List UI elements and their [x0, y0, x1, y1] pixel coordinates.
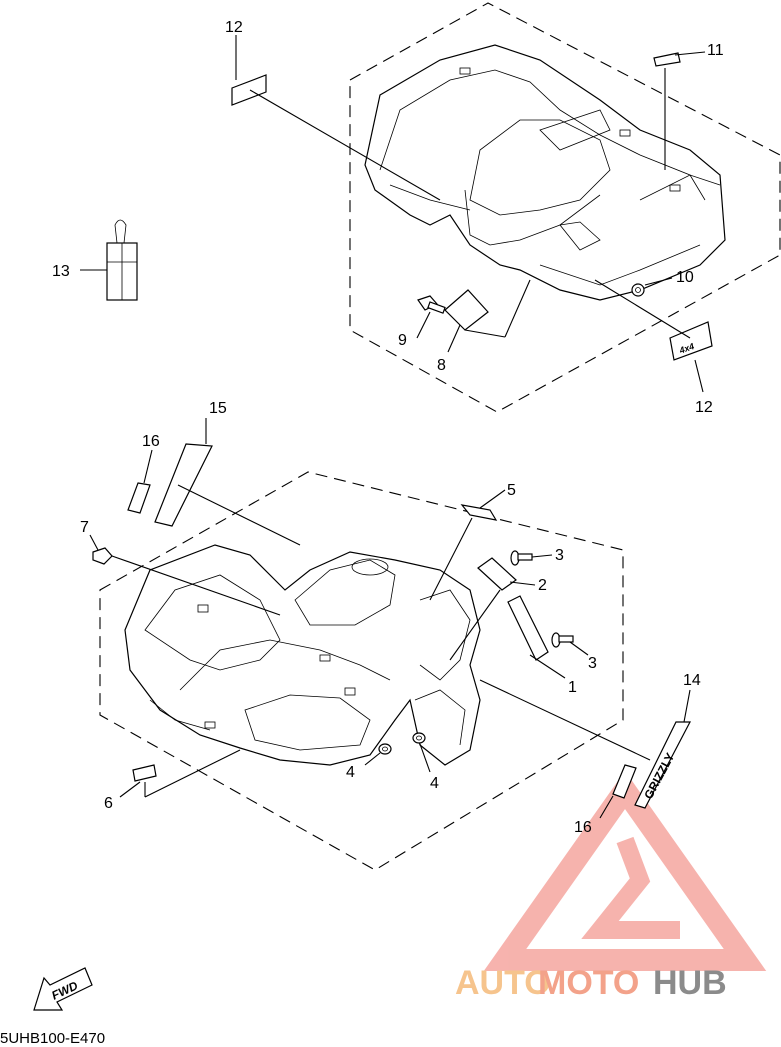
label-12-top	[231, 74, 267, 106]
callout-4-right: 4	[430, 775, 439, 792]
drawing-code: 5UHB100-E470	[0, 1030, 106, 1047]
part-2-plate	[477, 557, 517, 591]
part-3-bolt-lower	[551, 632, 574, 648]
callout-12-bottom: 12	[695, 399, 713, 416]
watermark-logo	[483, 770, 767, 971]
part-5-decal	[460, 504, 498, 521]
front-fender	[124, 544, 481, 766]
part-4-grommet-left	[378, 743, 392, 755]
callout-5: 5	[507, 482, 516, 499]
callout-9: 9	[398, 332, 407, 349]
svg-text:FWD: FWD	[49, 978, 80, 1002]
callout-2: 2	[538, 577, 547, 594]
callout-1: 1	[568, 679, 577, 696]
part-11-decal	[653, 52, 681, 67]
svg-text:MOTO: MOTO	[538, 964, 639, 1002]
fwd-arrow-icon: FWD	[33, 967, 93, 1011]
callout-16-top: 16	[142, 433, 160, 450]
callout-13: 13	[52, 263, 70, 280]
part-15-decal	[154, 443, 213, 527]
part-16-decal	[127, 482, 151, 514]
svg-text:AUTO: AUTO	[455, 964, 551, 1002]
svg-text:HUB: HUB	[653, 964, 727, 1002]
part-1-guard	[507, 595, 549, 661]
part-8-plate	[444, 289, 489, 331]
callout-10: 10	[676, 269, 694, 286]
callout-6: 6	[104, 795, 113, 812]
part-14-grizzly-decal: GRIZZLY	[634, 721, 691, 809]
callout-15: 15	[209, 400, 227, 417]
callout-16-bottom: 16	[574, 819, 592, 836]
part-7-cap	[92, 547, 113, 565]
callout-12-top: 12	[225, 19, 243, 36]
callout-11: 11	[707, 42, 724, 59]
front-fender-group	[99, 471, 624, 871]
callout-4-left: 4	[346, 764, 355, 781]
callout-8: 8	[437, 357, 446, 374]
part-6-decal	[132, 764, 157, 782]
part-12-4x4-decal: 4x4	[669, 321, 713, 361]
watermark-text: AUTO MOTO HUB	[455, 964, 727, 1002]
rear-fender-group	[349, 2, 781, 413]
part-13-tag	[106, 219, 138, 301]
part-3-bolt-upper	[510, 550, 533, 566]
callout-3-upper: 3	[555, 547, 564, 564]
part-4-grommet-right	[412, 732, 426, 744]
callout-3-lower: 3	[588, 655, 597, 672]
callout-7: 7	[80, 519, 89, 536]
part-10-grommet	[631, 283, 645, 297]
part-16-decal-lower	[612, 764, 637, 799]
rear-fender	[364, 44, 726, 301]
callout-14: 14	[683, 672, 701, 689]
part-9-bolt	[417, 295, 446, 314]
